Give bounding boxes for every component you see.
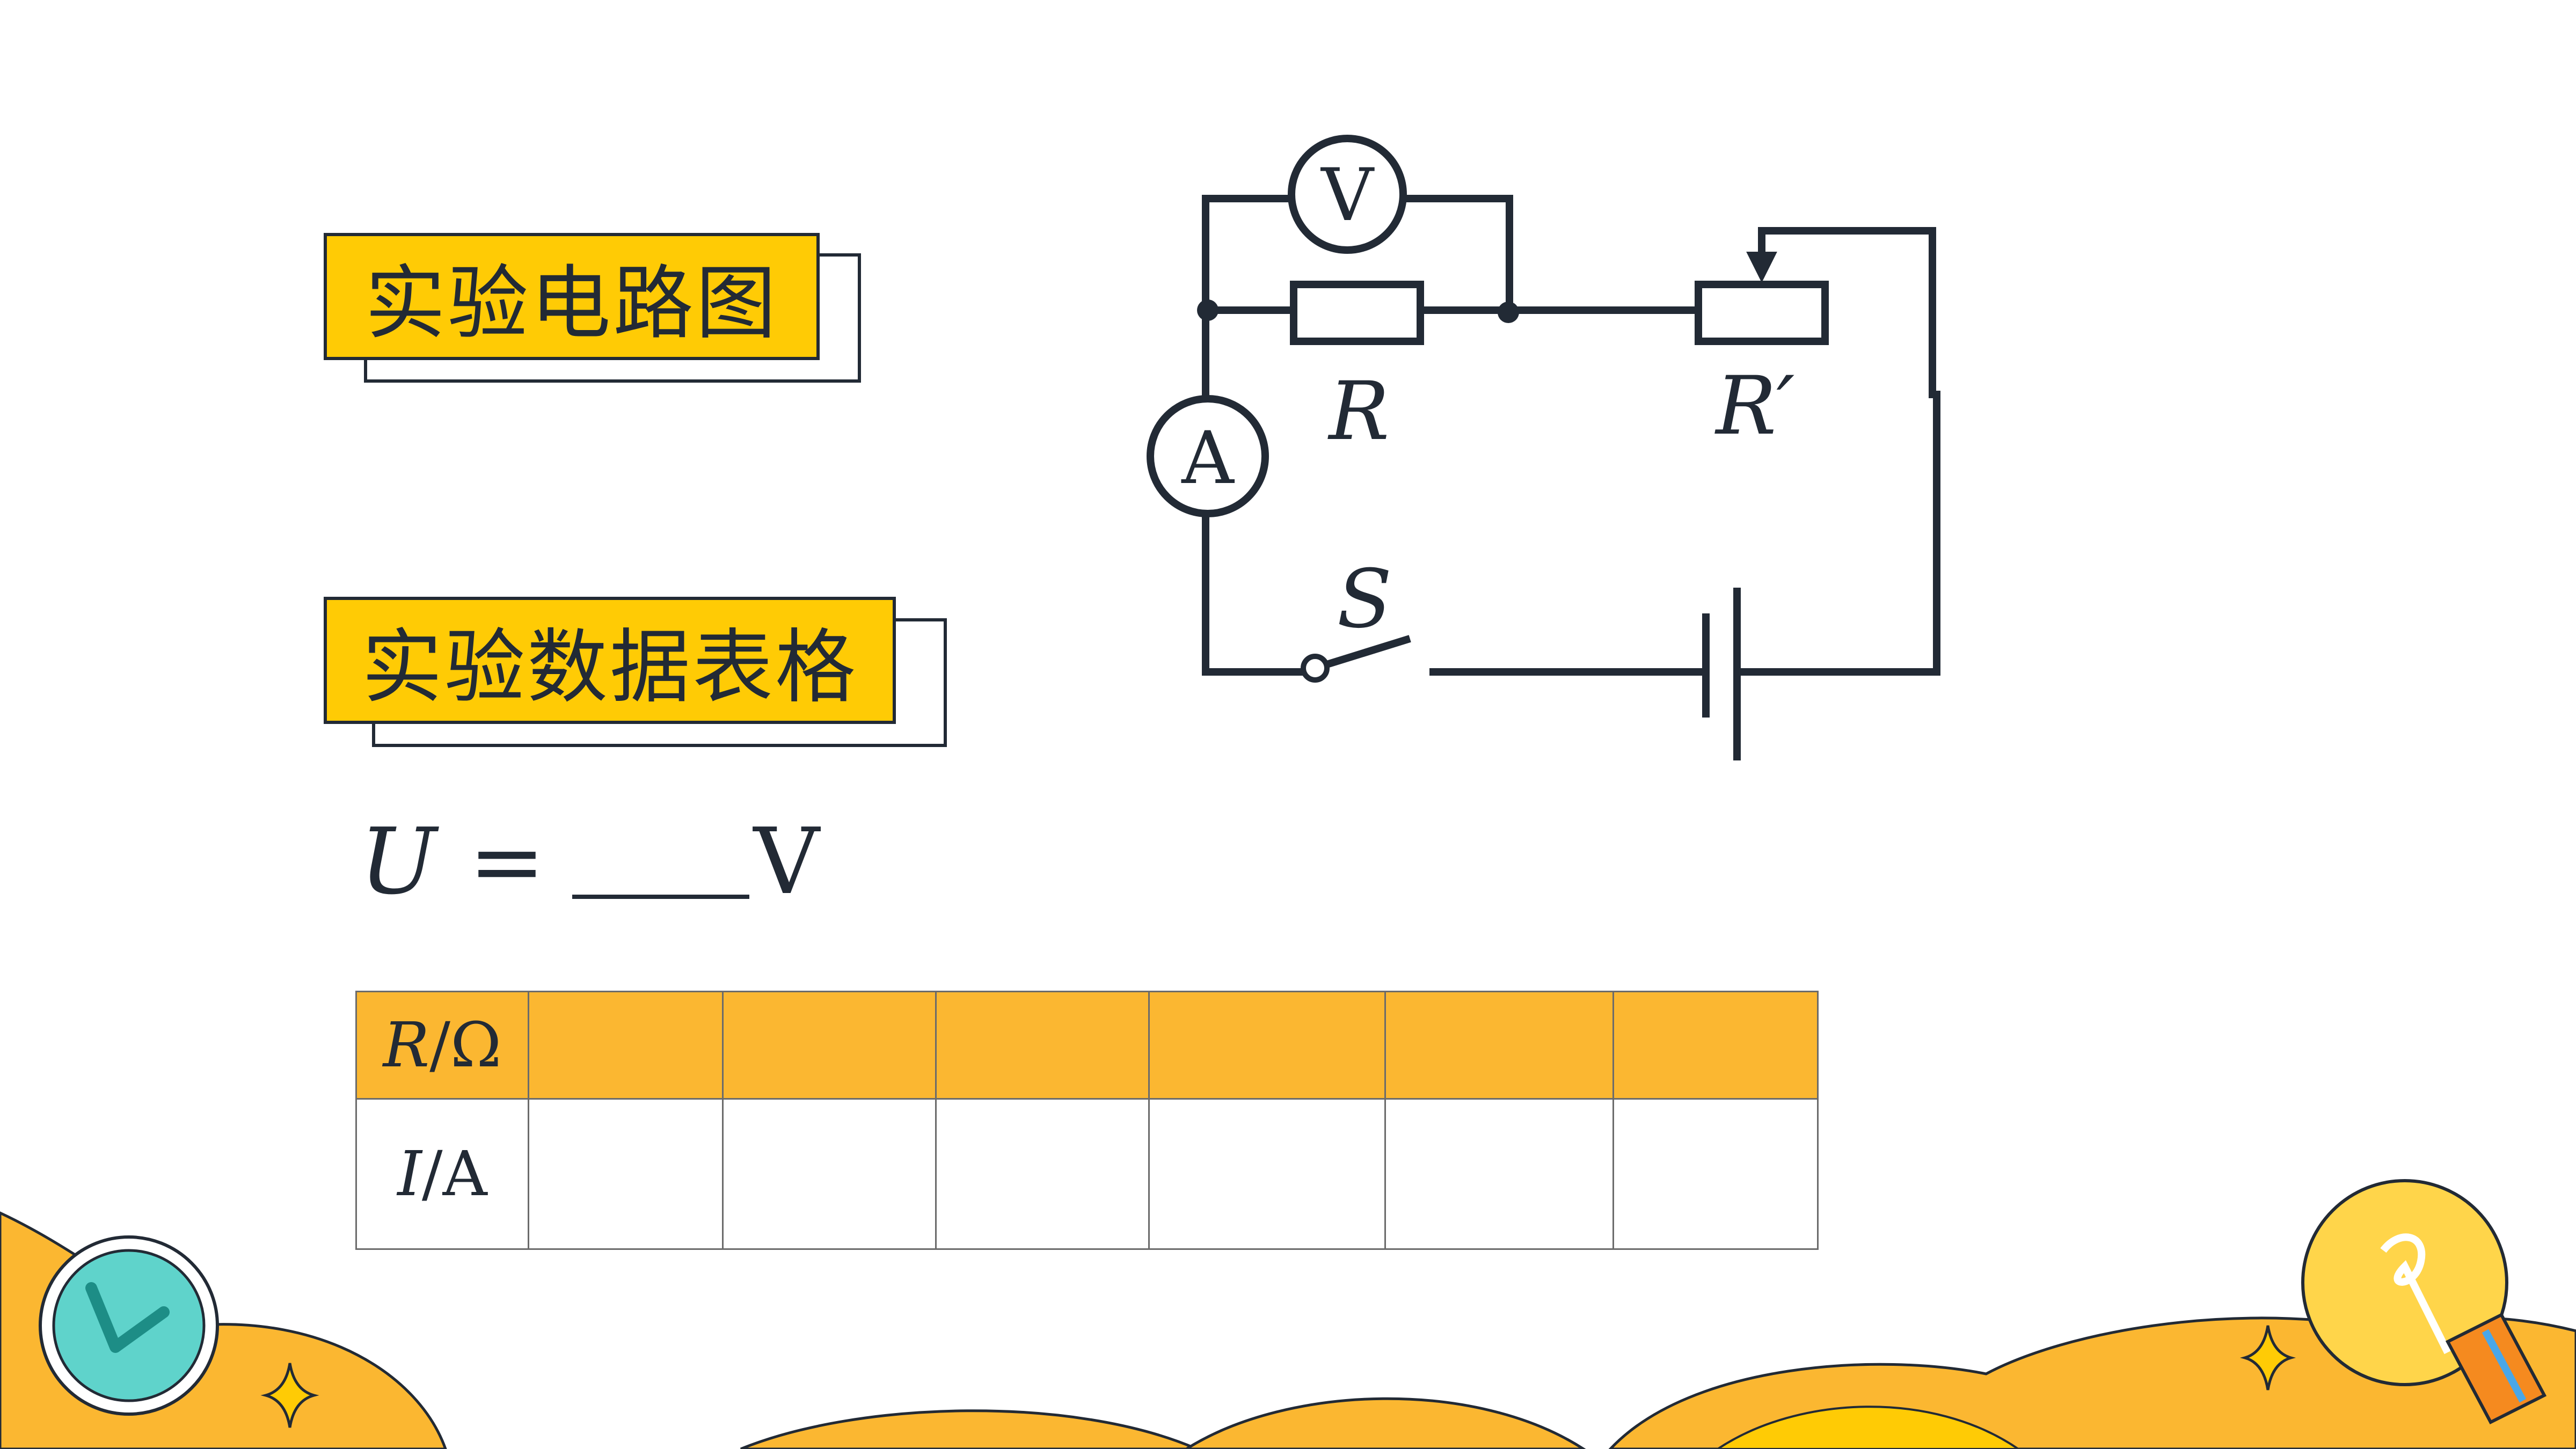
row-header-current: I/A — [355, 1098, 529, 1250]
right-wire — [1733, 391, 1940, 676]
table-cell[interactable] — [935, 1098, 1150, 1250]
circuit-section-title: 实验电路图 — [324, 233, 820, 360]
rheostat-label: R′ — [1714, 360, 1795, 453]
ammeter-label: A — [1181, 416, 1235, 500]
voltage-variable: U — [360, 809, 437, 915]
table-cell[interactable] — [1384, 991, 1614, 1100]
junction-dot — [1197, 299, 1218, 321]
switch-pivot — [1301, 654, 1330, 683]
table-cell[interactable] — [1612, 991, 1819, 1100]
switch-lever — [1322, 635, 1411, 669]
voltmeter-branch-wire — [1202, 195, 1513, 314]
sparkle-icon — [260, 1363, 319, 1428]
data-table: R/Ω I/A — [355, 991, 1819, 1250]
voltmeter-label: V — [1320, 153, 1375, 237]
table-cell[interactable] — [1148, 991, 1386, 1100]
rheostat — [1695, 281, 1829, 345]
voltage-formula: U = V — [360, 808, 820, 915]
bottom-wave-mid — [740, 1409, 1198, 1449]
table-cell[interactable] — [935, 991, 1150, 1100]
table-cell[interactable] — [722, 1098, 937, 1250]
table-row: I/A — [355, 1098, 1819, 1250]
bottom-wave-right-inner — [1716, 1406, 2020, 1449]
table-cell[interactable] — [1148, 1098, 1386, 1250]
table-row: R/Ω — [355, 991, 1819, 1100]
resistor-label: R — [1327, 365, 1390, 458]
table-cell[interactable] — [528, 991, 724, 1100]
lightbulb-icon — [2301, 1179, 2547, 1424]
rheostat-slider-wire — [1758, 227, 1936, 398]
ammeter — [1147, 395, 1269, 517]
rheostat-slider-arrow — [1746, 252, 1777, 283]
clock-icon — [39, 1235, 219, 1416]
voltage-blank[interactable] — [572, 873, 749, 899]
voltage-unit: V — [753, 809, 820, 915]
row-header-resistance: R/Ω — [355, 991, 529, 1100]
left-wire — [1202, 306, 1306, 676]
switch-label: S — [1337, 553, 1392, 646]
voltmeter — [1288, 135, 1407, 254]
junction-dot — [1498, 302, 1519, 323]
table-section-title: 实验数据表格 — [324, 597, 896, 724]
equals-sign: = — [469, 809, 545, 915]
table-cell[interactable] — [1612, 1098, 1819, 1250]
table-cell[interactable] — [1384, 1098, 1614, 1250]
table-cell[interactable] — [722, 991, 937, 1100]
bottom-wave-mid2 — [1184, 1397, 1586, 1449]
sparkle-icon — [2239, 1325, 2296, 1391]
resistor-r — [1290, 281, 1424, 345]
table-cell[interactable] — [528, 1098, 724, 1250]
